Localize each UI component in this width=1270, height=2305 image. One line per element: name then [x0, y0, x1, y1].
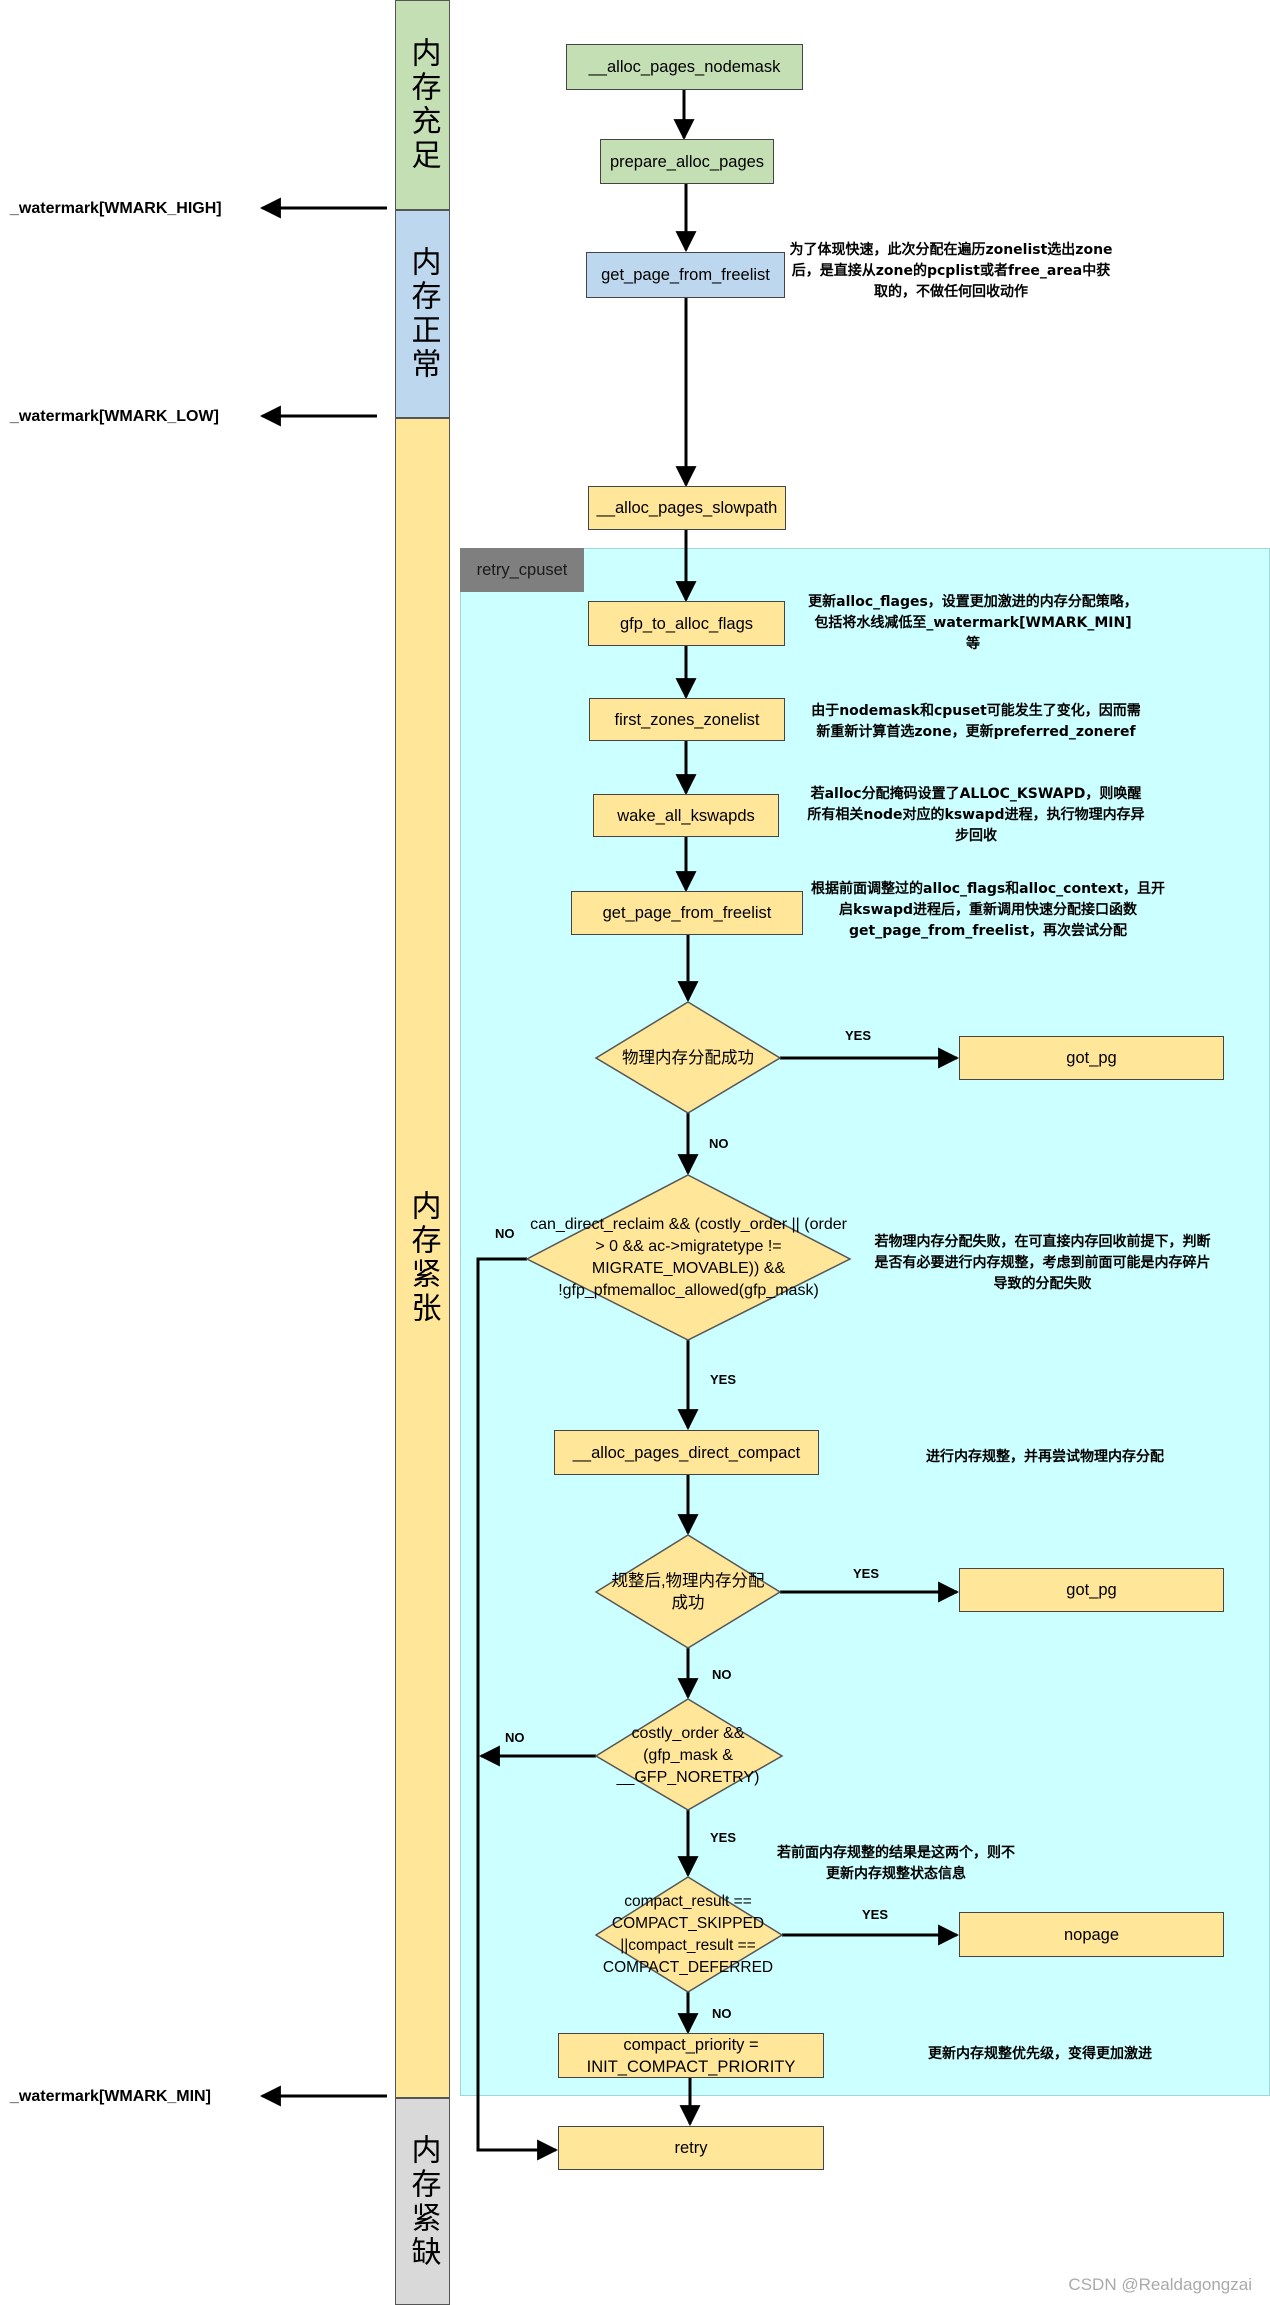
note-retry-freelist: 根据前面调整过的alloc_flags和alloc_context，且开启ksw… — [811, 881, 1165, 939]
decision-d2-shape — [525, 1174, 852, 1341]
node-retry: retry — [558, 2126, 824, 2170]
node-alloc-pages-nodemask: __alloc_pages_nodemask — [566, 44, 803, 90]
node-get-page-from-freelist-fast: get_page_from_freelist — [586, 252, 785, 298]
edge-label-d4-yes: YES — [710, 1830, 737, 1845]
band-sufficient: 内存充足 — [395, 0, 450, 210]
node-wake-all-kswapds: wake_all_kswapds — [593, 794, 779, 837]
node-nopage: nopage — [959, 1912, 1224, 1957]
node-alloc-pages-slowpath: __alloc_pages_slowpath — [588, 486, 786, 530]
note-fast-path: 为了体现快速，此次分配在遍历zonelist选出zone后，是直接从zone的p… — [789, 242, 1113, 300]
decision-d3-shape — [594, 1534, 782, 1649]
decision-d1-shape — [594, 1001, 782, 1114]
note-compact-decision: 若物理内存分配失败，在可直接内存回收前提下，判断是否有必要进行内存规整，考虑到前… — [874, 1234, 1211, 1292]
band-scarce-label: 内存紧缺 — [405, 2133, 441, 2270]
edge-label-d2-no: NO — [495, 1226, 515, 1241]
edge-label-d4-no: NO — [505, 1730, 525, 1745]
watermark-min-label: _watermark[WMARK_MIN] — [10, 2088, 211, 2105]
note-compact-priority: 更新内存规整优先级，变得更加激进 — [928, 2046, 1152, 2062]
node-compact-priority: compact_priority = INIT_COMPACT_PRIORITY — [558, 2033, 824, 2078]
edge-label-d3-no: NO — [712, 1667, 732, 1682]
note-first-zones: 由于nodemask和cpuset可能发生了变化，因而需新重新计算首选zone，… — [811, 703, 1141, 740]
band-sufficient-label: 内存充足 — [405, 37, 441, 173]
watermark-high-label: _watermark[WMARK_HIGH] — [10, 200, 222, 217]
node-got-pg-2: got_pg — [959, 1568, 1224, 1612]
decision-d4-text: costly_order && (gfp_mask & __GFP_NORETR… — [616, 1725, 760, 1786]
watermark-low-label: _watermark[WMARK_LOW] — [10, 408, 219, 425]
node-get-page-from-freelist-retry: get_page_from_freelist — [571, 891, 803, 935]
node-first-zones-zonelist: first_zones_zonelist — [589, 698, 785, 741]
edge-label-d1-no: NO — [709, 1136, 729, 1151]
note-kswapd: 若alloc分配掩码设置了ALLOC_KSWAPD，则唤醒所有相关node对应的… — [807, 786, 1145, 844]
node-prepare-alloc-pages: prepare_alloc_pages — [600, 139, 774, 184]
band-tight: 内存紧张 — [395, 418, 450, 2098]
note-direct-compact: 进行内存规整，并再尝试物理内存分配 — [926, 1449, 1164, 1465]
node-gfp-to-alloc-flags: gfp_to_alloc_flags — [588, 601, 785, 646]
edge-label-d5-yes: YES — [862, 1907, 889, 1922]
edge-label-d3-yes: YES — [853, 1566, 880, 1581]
decision-d5-shape — [594, 1876, 784, 1993]
node-alloc-pages-direct-compact: __alloc_pages_direct_compact — [554, 1430, 819, 1475]
note-gfp-flags: 更新alloc_flages，设置更加激进的内存分配策略，包括将水线减低至_wa… — [808, 594, 1138, 652]
edge-label-d2-yes: YES — [710, 1372, 737, 1387]
decision-d1-text: 物理内存分配成功 — [622, 1049, 754, 1067]
edge-label-d5-no: NO — [712, 2006, 732, 2021]
band-tight-label: 内存紧张 — [405, 1190, 441, 1326]
node-got-pg-1: got_pg — [959, 1036, 1224, 1080]
edge-label-d1-yes: YES — [845, 1028, 872, 1043]
decision-d3-text: 规整后,物理内存分配成功 — [611, 1572, 765, 1612]
band-scarce: 内存紧缺 — [395, 2098, 450, 2305]
retry-cpuset-label: retry_cpuset — [460, 548, 584, 592]
band-normal: 内存正常 — [395, 210, 450, 418]
decision-d4-shape — [594, 1698, 784, 1811]
band-normal-label: 内存正常 — [405, 246, 441, 382]
csdn-watermark: CSDN @Realdagongzai — [1068, 2275, 1252, 2294]
note-compact-result: 若前面内存规整的结果是这两个，则不更新内存规整状态信息 — [777, 1845, 1015, 1882]
decision-d2-text: can_direct_reclaim && (costly_order || (… — [530, 1216, 847, 1299]
edge-d2-no-retry — [476, 1257, 559, 2161]
decision-d5-text: compact_result == COMPACT_SKIPPED ||comp… — [602, 1893, 774, 1976]
